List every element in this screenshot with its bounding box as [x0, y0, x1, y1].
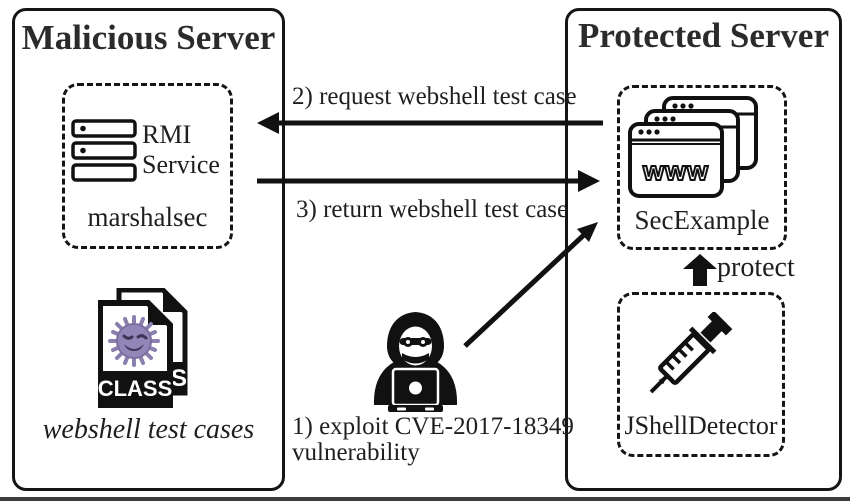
step3-label: 3) return webshell test case — [296, 196, 569, 223]
syringe-icon — [649, 312, 733, 394]
webshell-test-cases-caption: webshell test cases — [42, 414, 255, 445]
virus-glyph — [108, 315, 160, 367]
marshalsec-label: marshalsec — [87, 202, 208, 232]
server-stack-icon — [71, 119, 137, 182]
jshelldetector-box — [617, 292, 785, 457]
jshelldetector-label: JShellDetector — [624, 411, 778, 440]
svg-text:www: www — [642, 156, 709, 186]
step3-arrow — [257, 170, 600, 192]
svg-text:CLASS: CLASS — [98, 376, 172, 401]
protect-label: protect — [717, 252, 795, 283]
malicious-server-title: Malicious Server — [21, 18, 276, 57]
figure-bottom-edge — [0, 497, 850, 501]
virus-class-file-icon: S CLASS — [98, 288, 188, 408]
protected-server-title: Protected Server — [577, 16, 829, 55]
protect-up-arrow-icon — [683, 254, 717, 286]
secexample-label: SecExample — [634, 205, 770, 235]
svg-text:S: S — [171, 365, 187, 392]
rmi-service-label: RMI Service — [142, 120, 220, 179]
browser-windows-icon: www — [628, 96, 758, 198]
hacker-icon — [373, 312, 458, 412]
step2-arrow — [257, 112, 603, 134]
step2-label: 2) request webshell test case — [292, 83, 577, 110]
step1-label: 1) exploit CVE-2017-18349 vulnerability — [292, 413, 574, 466]
